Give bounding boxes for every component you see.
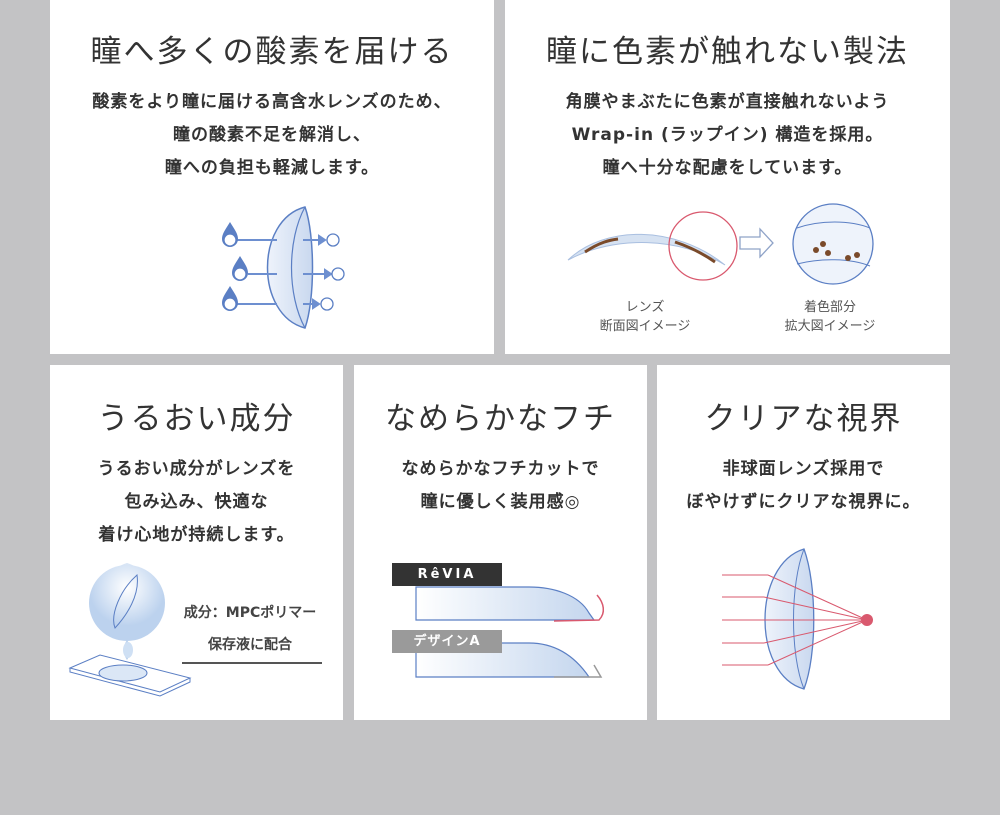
- panel-title: うるおい成分: [97, 401, 296, 437]
- moisture-illustration: [68, 563, 192, 697]
- panel-clear-vision: クリアな視界 非球面レンズ採用でぼやけずにクリアな視界に。: [657, 365, 950, 720]
- panel-title: 瞳に色素が触れない製法: [546, 34, 909, 70]
- panel-title: 瞳へ多くの酸素を届ける: [90, 34, 454, 70]
- caption-color-enlarged: 着色部分拡大図イメージ: [784, 300, 876, 334]
- ingredient-note: 成分：MPCポリマー保存液に配合: [183, 605, 317, 653]
- panel-description: 非球面レンズ採用でぼやけずにクリアな視界に。: [686, 459, 921, 512]
- panel-description: 酸素をより瞳に届ける高含水レンズのため、瞳の酸素不足を解消し、瞳への負担も軽減し…: [92, 92, 452, 178]
- panel-title: クリアな視界: [704, 401, 903, 437]
- wrap-in-illustration: [567, 203, 874, 285]
- revia-label: RêVIA: [392, 563, 502, 586]
- panel-title: なめらかなフチ: [385, 401, 616, 437]
- panel-description: うるおい成分がレンズを包み込み、快適な着け心地が持続します。: [97, 459, 296, 545]
- panel-oxygen: 瞳へ多くの酸素を届ける 酸素をより瞳に届ける高含水レンズのため、瞳の酸素不足を解…: [50, 0, 494, 354]
- aspheric-lens-illustration: [722, 548, 873, 690]
- caption-lens-cross-section: レンズ断面図イメージ: [599, 300, 691, 334]
- panel-moisture: うるおい成分 うるおい成分がレンズを包み込み、快適な着け心地が持続します。 成分…: [50, 365, 343, 720]
- divider: [182, 662, 322, 664]
- design-a-label: デザインA: [392, 630, 502, 653]
- oxygen-lens-illustration: [222, 206, 345, 329]
- edge-comparison-illustration: [415, 586, 605, 678]
- panel-description: なめらかなフチカットで瞳に優しく装用感◎: [401, 459, 600, 512]
- panel-smooth-edge: なめらかなフチ なめらかなフチカットで瞳に優しく装用感◎ RêVIA デザインA: [354, 365, 647, 720]
